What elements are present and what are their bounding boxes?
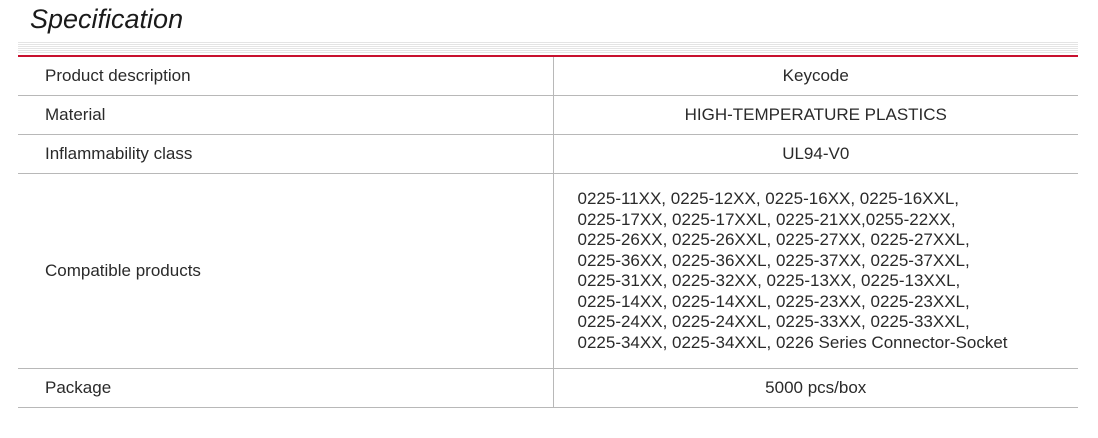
page-title: Specification <box>30 4 184 34</box>
compatible-products-line: 0225-26XX, 0225-26XXL, 0225-27XX, 0225-2… <box>577 230 970 249</box>
compatible-products-line: 0225-36XX, 0225-36XXL, 0225-37XX, 0225-3… <box>577 250 970 270</box>
spec-label: Compatible products <box>18 173 553 369</box>
compatible-products-line: 0225-17XX, 0225-17XXL, 0225-21XX,0255-22… <box>577 209 956 229</box>
spec-label: Product description <box>18 57 553 96</box>
compatible-products-line: 0225-14XX, 0225-14XXL, 0225-23XX, 0225-2… <box>577 291 970 311</box>
compatible-products-line: 0225-11XX, 0225-12XX, 0225-16XX, 0225-16… <box>577 189 960 208</box>
spec-row-material: Material HIGH-TEMPERATURE PLASTICS <box>18 95 1078 135</box>
spec-label: Inflammability class <box>18 134 553 174</box>
spec-label: Material <box>18 95 553 135</box>
specification-table: Product description Keycode Material HIG… <box>18 57 1078 408</box>
spec-value: 5000 pcs/box <box>552 368 1078 408</box>
compatible-products-line: 0225-24XX, 0225-24XXL, 0225-33XX, 0225-3… <box>577 312 970 331</box>
spec-row-compatible-products: Compatible products 0225-11XX, 0225-12XX… <box>18 173 1079 369</box>
spec-value: Keycode <box>552 57 1078 96</box>
spec-row-product-description: Product description Keycode <box>18 57 1078 96</box>
spec-value-compatible: 0225-11XX, 0225-12XX, 0225-16XX, 0225-16… <box>552 173 1079 369</box>
compatible-products-line: 0225-34XX, 0225-34XXL, 0226 Series Conne… <box>577 332 1008 352</box>
title-pattern-band <box>18 42 1078 54</box>
spec-row-package: Package 5000 pcs/box <box>18 368 1078 408</box>
spec-value: HIGH-TEMPERATURE PLASTICS <box>552 95 1078 135</box>
spec-row-inflammability-class: Inflammability class UL94-V0 <box>18 134 1078 174</box>
spec-label: Package <box>18 368 553 408</box>
spec-value: UL94-V0 <box>552 134 1078 174</box>
title-accent-rule <box>18 55 1078 57</box>
compatible-products-list: 0225-11XX, 0225-12XX, 0225-16XX, 0225-16… <box>554 189 1079 353</box>
compatible-products-line: 0225-31XX, 0225-32XX, 0225-13XX, 0225-13… <box>577 271 961 290</box>
